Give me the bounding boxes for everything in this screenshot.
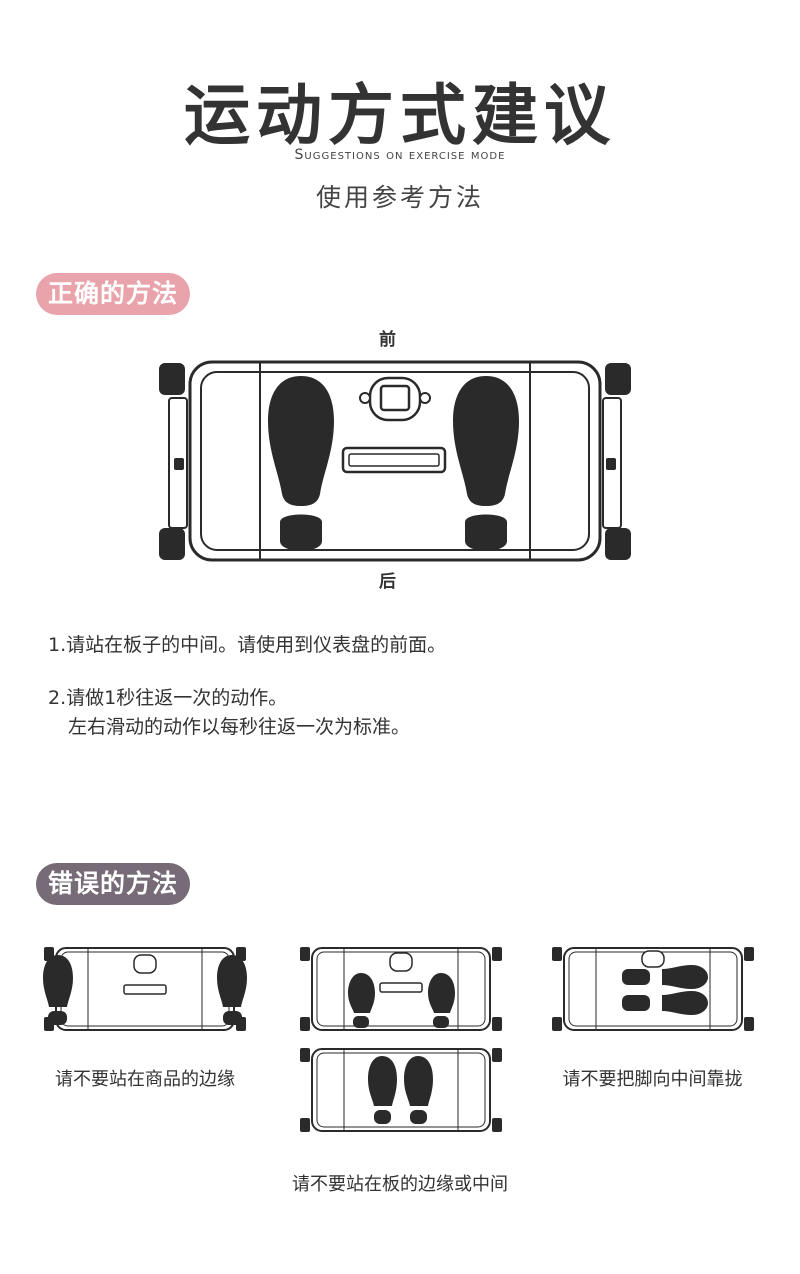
page-title: 运动方式建议 [184, 77, 616, 154]
page-subtitle-en: Suggestions on exercise mode [294, 147, 506, 163]
correct-method-badge: 正确的方法 [36, 273, 191, 315]
front-label: 前 [379, 330, 396, 350]
caption-wrong-inward: 请不要把脚向中间靠拢 [562, 1069, 743, 1090]
caption-wrong-edge: 请不要站在商品的边缘 [55, 1069, 235, 1090]
board-wrong-edge-illustration [43, 947, 247, 1031]
board-correct-illustration [159, 360, 631, 562]
back-label: 后 [379, 572, 396, 592]
board-wrong-inward-illustration [552, 947, 754, 1031]
instruction-2-detail: 左右滑动的动作以每秒往返一次为标准。 [68, 716, 411, 738]
instruction-1: 1.请站在板子的中间。请使用到仪表盘的前面。 [48, 634, 447, 656]
wrong-method-badge: 错误的方法 [36, 863, 191, 905]
caption-wrong-middle: 请不要站在板的边缘或中间 [292, 1174, 508, 1195]
instruction-2: 2.请做1秒往返一次的动作。 [48, 687, 288, 709]
page-subtitle-cn: 使用参考方法 [315, 183, 484, 212]
board-wrong-offset-illustration [300, 947, 502, 1031]
board-wrong-middle-illustration [300, 1048, 502, 1132]
